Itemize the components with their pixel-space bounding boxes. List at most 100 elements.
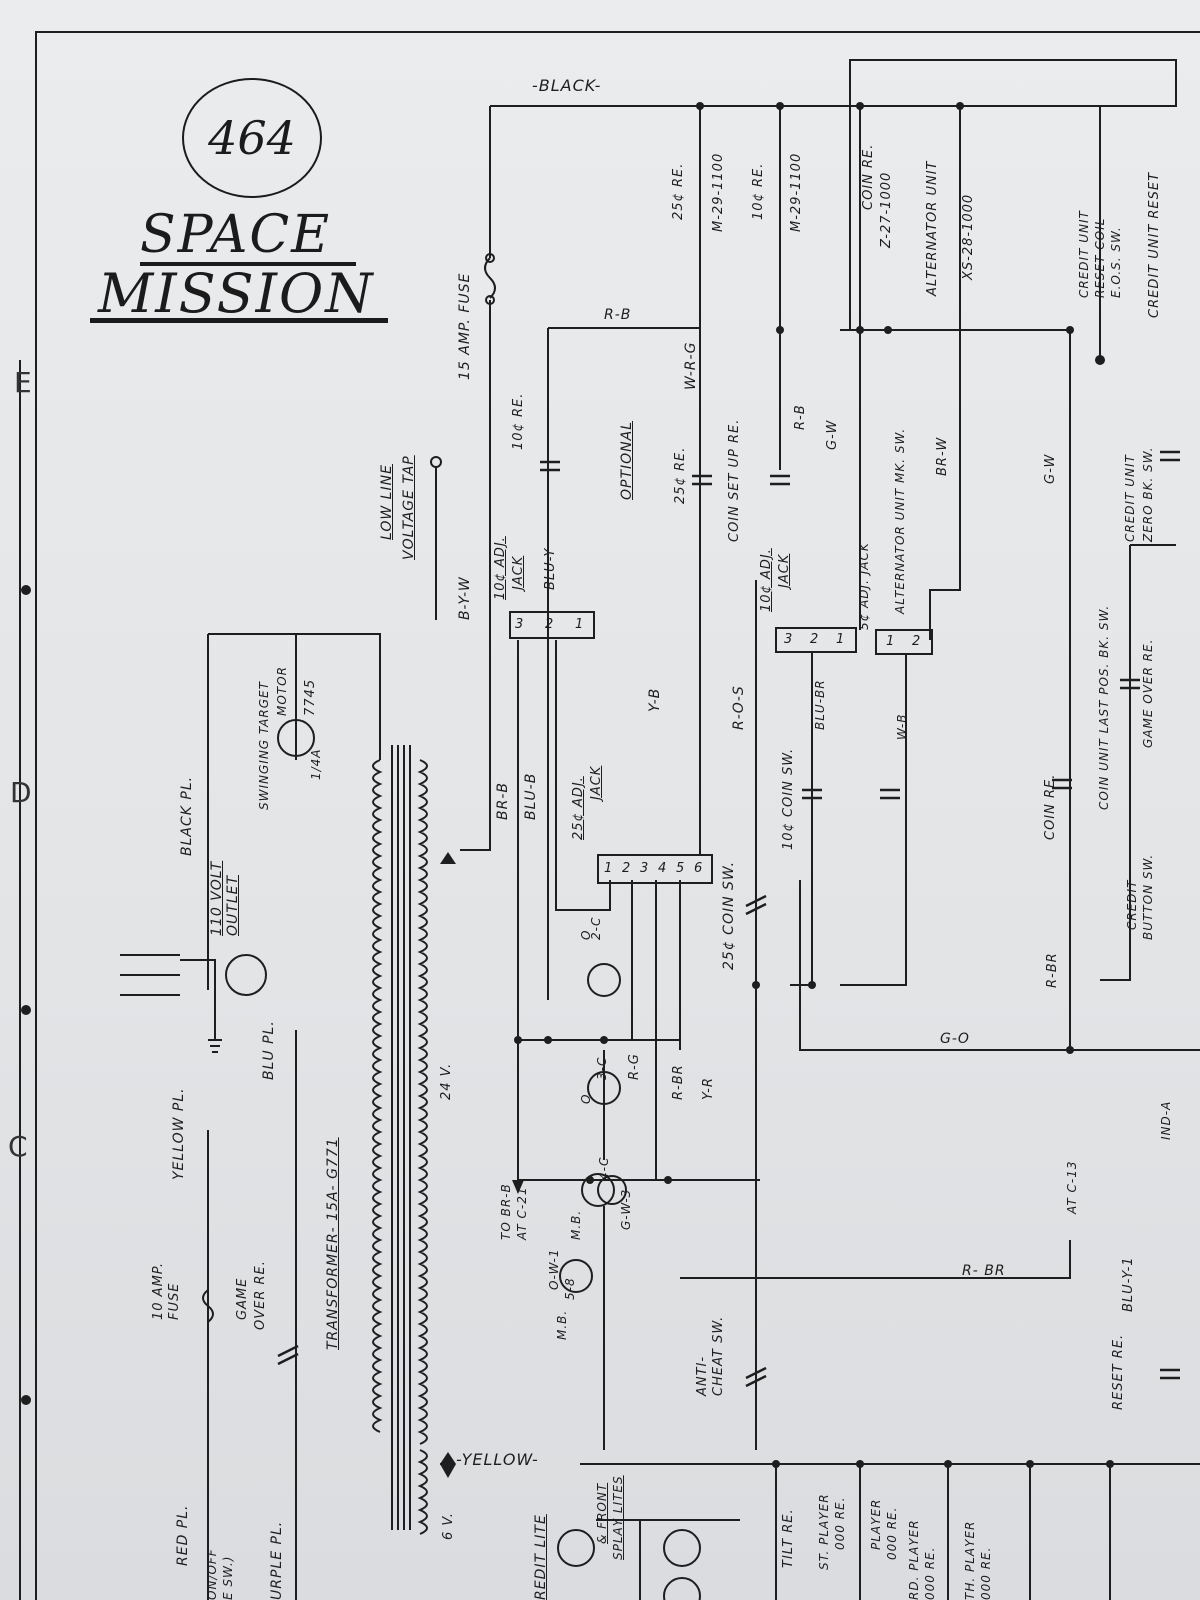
node [956, 102, 964, 110]
mb-label-2: M.B. [569, 1209, 583, 1240]
node [772, 1460, 780, 1468]
right-bus [840, 329, 1071, 1050]
jack-25-pin-5: 5 [676, 861, 686, 876]
alt-wire [929, 106, 961, 640]
fuse-15-label: 15 AMP. FUSE [457, 272, 473, 380]
r-br-2-label: R-BR [1045, 952, 1060, 988]
lamp-o2-label: O [579, 1093, 593, 1104]
node [514, 1036, 522, 1044]
b-y-w-label: B-Y-W [457, 576, 473, 620]
red-pl-label: RED PL. [175, 1504, 191, 1567]
jack-25-pin-4: 4 [658, 861, 668, 876]
jack-5-label: 5¢ ADJ. JACK [857, 542, 871, 630]
target-motor-label-1: SWINGING TARGET [257, 681, 271, 810]
jack-5-pin-2: 2 [912, 634, 922, 649]
outlet-label-2: OUTLET [225, 874, 241, 936]
credit-unit-label-3: E.O.S. SW. [1109, 226, 1123, 298]
motor-circle [277, 719, 315, 757]
player-2-label-2: 000 RE. [885, 1506, 899, 1560]
node [856, 102, 864, 110]
outlet-label-1: 110 VOLT [209, 860, 225, 936]
node [776, 326, 784, 334]
game-number: 464 [208, 111, 296, 165]
br-b-label: BR-B [495, 782, 511, 820]
switch-contact [880, 788, 900, 800]
credit-unit-label-2: RESET COIL [1093, 217, 1107, 298]
player-4-label-1: TH. PLAYER [963, 1520, 977, 1600]
jack-25-pin-3: 3 [640, 861, 650, 876]
switch-contact [802, 788, 822, 800]
jack-10b-pin-3: 3 [784, 632, 794, 647]
g-o-label: G-O [940, 1031, 970, 1047]
g-w-3-label: G-W-3 [619, 1188, 633, 1230]
black-rail [490, 59, 1177, 330]
player-3-label-1: RD. PLAYER [907, 1519, 921, 1600]
credit-button-label-2: BUTTON SW. [1141, 853, 1155, 940]
arrow [512, 1180, 524, 1194]
node [600, 1036, 608, 1044]
node [21, 585, 31, 595]
anti-cheat-label-1: ANTI- [695, 1355, 710, 1396]
r-o-s-label: R-O-S [731, 685, 747, 730]
outlet-body [120, 954, 222, 1053]
on-off-label-1: ON/OFF [205, 1548, 219, 1600]
transformer-label: TRANSFORMER- 15A- G771 [325, 1137, 341, 1350]
voltage-tap-node [430, 456, 442, 468]
switch-contact [1120, 678, 1140, 690]
node [1026, 1460, 1034, 1468]
coin-re-mid-label: COIN RE. [1043, 773, 1058, 840]
black-rail-label: -BLACK- [532, 76, 602, 95]
jack-10-block [509, 611, 595, 639]
yellow-pl-label: YELLOW PL. [171, 1087, 187, 1180]
zone-marker-c: C [8, 1130, 28, 1163]
fuse-10-symbol [202, 1289, 214, 1323]
s58-label: 5-8 [563, 1277, 577, 1300]
node [1106, 1460, 1114, 1468]
node [21, 1005, 31, 1015]
r-g-label: R-G [627, 1053, 642, 1080]
jack-10-label-2: JACK [511, 555, 526, 590]
node [944, 1460, 952, 1468]
node [586, 1176, 594, 1184]
switch-contact [540, 460, 560, 472]
front-lites-label-2: SPLAY LITES [611, 1475, 625, 1560]
credit-lite-bulb [557, 1529, 595, 1567]
game-number-circle: 464 [182, 78, 322, 198]
node [776, 102, 784, 110]
jack-10b-label-2: JACK [777, 553, 792, 588]
y-b-label: Y-B [647, 687, 663, 712]
jack-25-pin-1: 1 [604, 861, 614, 876]
zone-marker-d: D [10, 776, 32, 809]
front-lites-label-1: & FRONT [595, 1482, 609, 1544]
target-motor-label-2: MOTOR [275, 666, 289, 716]
yellow-rail-label: -YELLOW- [456, 1450, 539, 1469]
to-br-b-label-1: TO BR-B [499, 1183, 513, 1240]
credit-unit-reset-label: CREDIT UNIT RESET [1147, 171, 1162, 318]
node [544, 1036, 552, 1044]
transformer-secondary [417, 759, 428, 1445]
fuse-15-node-b [485, 295, 495, 305]
jack-5-pin-1: 1 [886, 634, 896, 649]
motor-part-label: 7745 [303, 678, 318, 716]
purple-pl-label: URPLE PL. [269, 1520, 285, 1600]
jack-10b-block [775, 627, 857, 653]
switch-contact [277, 1344, 299, 1366]
front-lite-bulb-2 [663, 1577, 701, 1600]
title-underline-2 [90, 318, 388, 323]
coin-re-part: Z-27-1000 [879, 171, 894, 248]
black-pl-label: BLACK PL. [179, 775, 195, 856]
front-lite-bulb-1 [663, 1529, 701, 1567]
w-r-g-label: W-R-G [683, 341, 699, 390]
lamp-bus [518, 1039, 760, 1450]
sheet-border [35, 31, 1200, 1600]
node [808, 981, 816, 989]
lamp-4c [581, 1173, 615, 1207]
blu-br-label: BLU-BR [813, 679, 827, 730]
blu-b-label: BLU-B [523, 772, 539, 820]
bottom-rail-taps [775, 1464, 1111, 1600]
lamp-gw3 [597, 1175, 627, 1205]
coin-setup-label: COIN SET UP RE. [727, 418, 742, 542]
transformer-core [391, 745, 411, 1530]
